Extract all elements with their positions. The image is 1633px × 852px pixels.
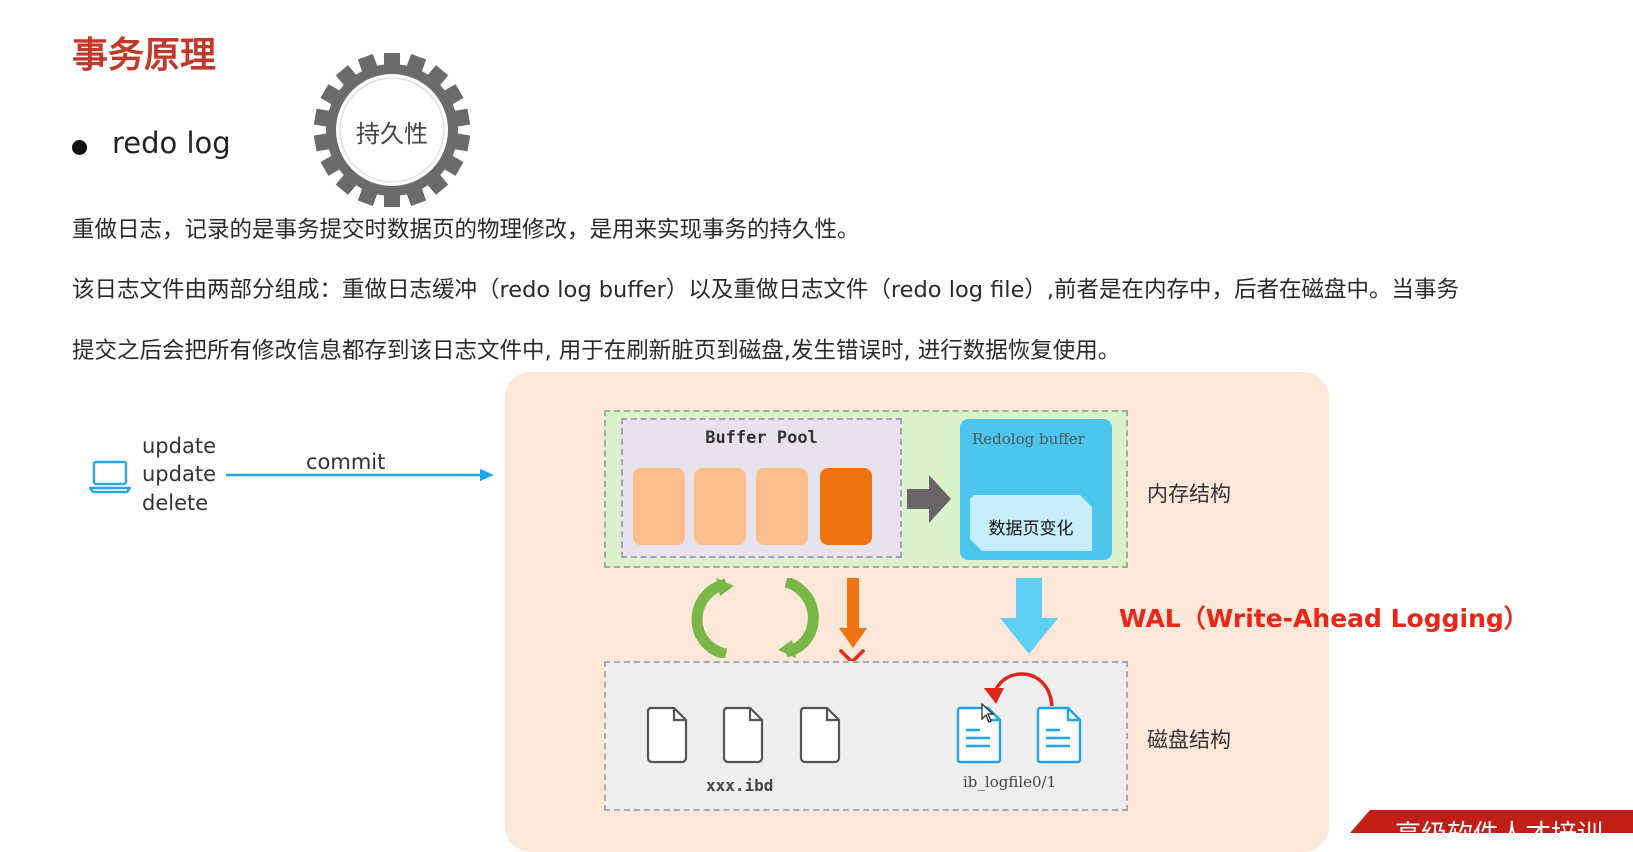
buffer-page [694,468,746,545]
flow-arrow-icon [905,473,953,529]
gear-label: 持久性 [356,120,428,148]
commit-label: commit [306,450,386,474]
paragraph-composition-line1: 该日志文件由两部分组成：重做日志缓冲（redo log buffer）以及重做日… [72,277,1460,303]
laptop-icon [88,458,132,498]
down-arrow-icon [1000,578,1058,660]
cycle-arrows-icon [686,576,826,662]
disk-structure-label: 磁盘结构 [1147,728,1231,752]
buffer-page [633,468,685,545]
op-update-2: update [142,462,216,486]
op-update-1: update [142,434,216,458]
gear-badge [312,52,472,208]
paragraph-composition-line2: 提交之后会把所有修改信息都存到该日志文件中, 用于在刷新脏页到磁盘,发生错误时,… [72,338,1121,364]
redolog-buffer-label: Redolog buffer [972,430,1085,448]
curved-arrow-icon [980,670,1060,714]
file-icon [799,706,841,768]
right-arrow-icon [224,467,496,487]
gear-icon [313,52,471,208]
bullet-dot [72,140,87,155]
log-file-icon [1036,706,1082,768]
wal-label: WAL（Write-Ahead Logging） [1119,604,1529,633]
file-icon [722,706,764,768]
data-page-change-label: 数据页变化 [988,519,1074,539]
data-page-change-card [968,493,1094,557]
paragraph-definition: 重做日志，记录的是事务提交时数据页的物理修改，是用来实现事务的持久性。 [72,217,860,243]
ibd-label: xxx.ibd [706,776,774,795]
banner-ribbon [1350,810,1633,837]
memory-structure-label: 内存结构 [1147,482,1231,506]
page-title: 事务原理 [72,35,217,76]
logfile-label: ib_logfile0/1 [963,773,1057,791]
file-icon [646,706,688,768]
op-delete: delete [142,491,209,515]
bullet-label-redo-log: redo log [112,126,231,160]
down-arrow-icon [838,578,868,654]
dirty-buffer-page [820,468,872,545]
buffer-pool-label: Buffer Pool [705,428,818,448]
cursor-icon [980,702,996,728]
buffer-page [756,468,808,545]
